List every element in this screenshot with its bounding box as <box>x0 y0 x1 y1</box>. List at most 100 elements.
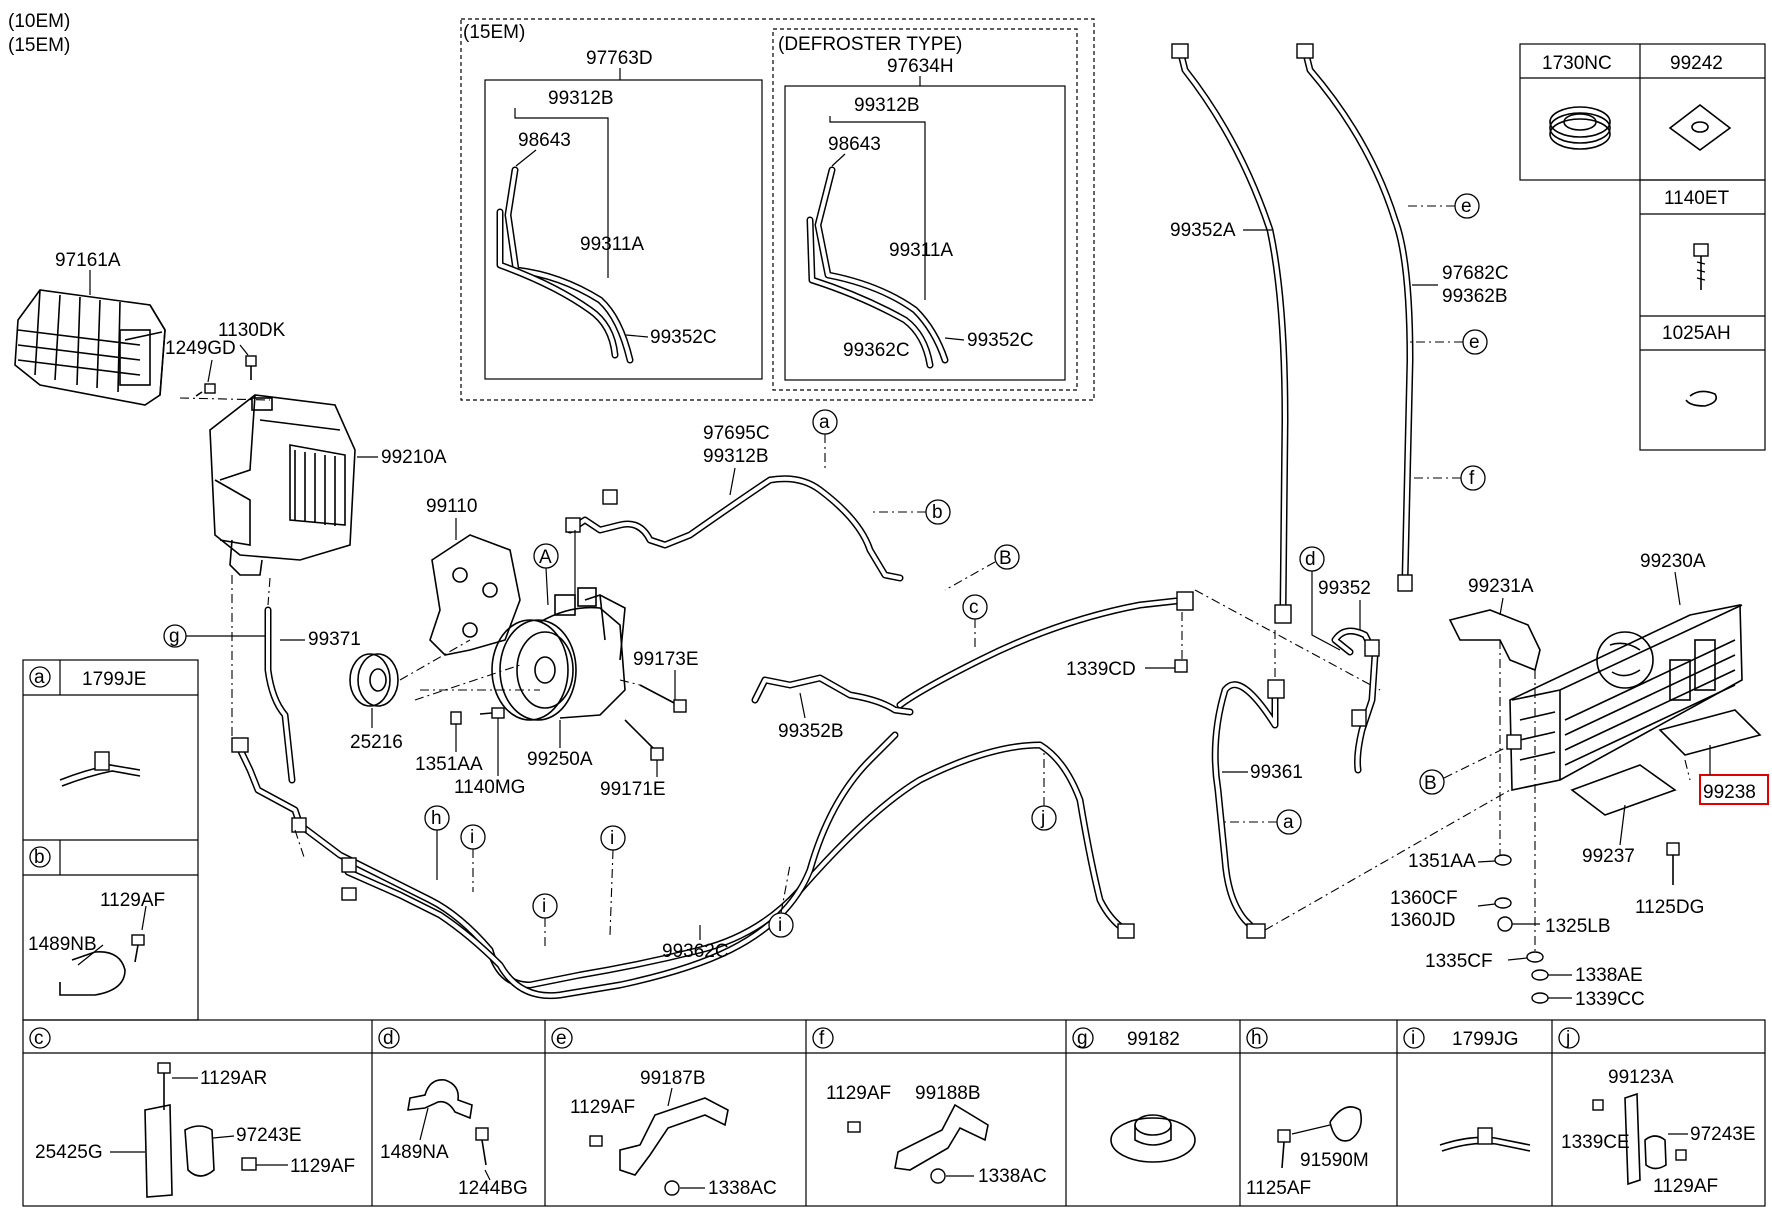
callout-99311a-defroster[interactable]: 99311A <box>889 240 953 261</box>
callout-1140mg[interactable]: 1140MG <box>454 777 525 798</box>
callout-97763d[interactable]: 97763D <box>586 48 653 69</box>
legend-marker-i: i <box>1411 1028 1415 1049</box>
legend-f-1129af[interactable]: 1129AF <box>826 1083 891 1104</box>
callout-1125dg[interactable]: 1125DG <box>1635 897 1704 918</box>
callout-99352[interactable]: 99352 <box>1318 578 1371 599</box>
legend-d-1489na[interactable]: 1489NA <box>380 1142 449 1163</box>
bracket-99231a[interactable] <box>1448 609 1541 672</box>
legend-1730nc[interactable]: 1730NC <box>1542 53 1612 74</box>
callout-97682c[interactable]: 97682C <box>1442 263 1509 284</box>
callout-99352a[interactable]: 99352A <box>1170 220 1236 241</box>
callout-1360cf[interactable]: 1360CF <box>1390 888 1458 909</box>
legend-j-97243e[interactable]: 97243E <box>1690 1124 1756 1145</box>
legend-g-99182[interactable]: 99182 <box>1127 1029 1180 1050</box>
legend-1025ah[interactable]: 1025AH <box>1662 323 1731 344</box>
plate-99238[interactable] <box>1658 709 1762 756</box>
legend-marker-d: d <box>383 1028 394 1049</box>
legend-marker-g: g <box>1077 1028 1088 1049</box>
callout-1335cf[interactable]: 1335CF <box>1425 951 1493 972</box>
callout-1339cd[interactable]: 1339CD <box>1066 659 1136 680</box>
legend-1799je[interactable]: 1799JE <box>82 669 146 690</box>
callout-25216[interactable]: 25216 <box>350 732 403 753</box>
callout-99210a[interactable]: 99210A <box>381 447 447 468</box>
callout-99362b[interactable]: 99362B <box>1442 286 1508 307</box>
legend-e-1129af[interactable]: 1129AF <box>570 1097 635 1118</box>
callout-99352c[interactable]: 99352C <box>650 327 717 348</box>
legend-top-right: 1730NC 99242 1140ET 1025AH <box>1519 43 1766 451</box>
idler-pulley-25216[interactable] <box>349 653 399 707</box>
legend-1489nb[interactable]: 1489NB <box>28 934 97 955</box>
callout-99110[interactable]: 99110 <box>426 496 477 517</box>
callout-99250a[interactable]: 99250A <box>527 749 593 770</box>
callout-97634h[interactable]: 97634H <box>887 56 954 77</box>
callout-99173e[interactable]: 99173E <box>633 649 699 670</box>
legend-h-91590m[interactable]: 91590M <box>1300 1150 1369 1171</box>
callout-99312b[interactable]: 99312B <box>548 88 614 109</box>
callout-1360jd[interactable]: 1360JD <box>1390 910 1456 931</box>
callout-1338ae[interactable]: 1338AE <box>1575 965 1643 986</box>
callout-98643-defroster[interactable]: 98643 <box>828 134 881 155</box>
legend-c-1129af[interactable]: 1129AF <box>290 1156 355 1177</box>
legend-h-1125af[interactable]: 1125AF <box>1246 1178 1311 1199</box>
callout-99237[interactable]: 99237 <box>1582 846 1635 867</box>
marker-f-1: f <box>1469 468 1475 489</box>
callout-1351aa[interactable]: 1351AA <box>415 754 483 775</box>
compressor-bracket-99110[interactable] <box>429 534 521 656</box>
marker-h-1: h <box>431 808 442 829</box>
callout-99311a[interactable]: 99311A <box>580 234 644 255</box>
callout-99352c-defroster[interactable]: 99352C <box>967 330 1034 351</box>
legend-marker-j: j <box>1565 1028 1570 1049</box>
callout-99352b[interactable]: 99352B <box>778 721 844 742</box>
callout-97695c[interactable]: 97695C <box>703 423 770 444</box>
condenser-assembly-99230a[interactable] <box>1509 604 1743 791</box>
callout-99231a[interactable]: 99231A <box>1468 576 1534 597</box>
legend-c-97243e[interactable]: 97243E <box>236 1125 302 1146</box>
marker-B-1: B <box>999 548 1012 569</box>
evaporator-unit-99210a[interactable] <box>209 394 356 576</box>
legend-f-99188b[interactable]: 99188B <box>915 1083 981 1104</box>
legend-99242[interactable]: 99242 <box>1670 53 1723 74</box>
blower-housing-97161a[interactable] <box>14 289 166 406</box>
callout-99230a[interactable]: 99230A <box>1640 551 1706 572</box>
callout-99362c-defroster[interactable]: 99362C <box>843 340 910 361</box>
legend-j-1129af[interactable]: 1129AF <box>1653 1176 1718 1197</box>
legend-c-1129ar[interactable]: 1129AR <box>200 1068 267 1089</box>
legend-d-1244bg[interactable]: 1244BG <box>458 1178 528 1199</box>
callout-1339cc[interactable]: 1339CC <box>1575 989 1645 1010</box>
legend-i-1799jg[interactable]: 1799JG <box>1452 1029 1519 1050</box>
bolt-1351aa <box>450 711 462 725</box>
marker-i-4: i <box>778 915 782 936</box>
plate-99237[interactable] <box>1570 764 1677 816</box>
legend-c-25425g[interactable]: 25425G <box>35 1142 103 1163</box>
legend-e-1338ac[interactable]: 1338AC <box>708 1178 777 1199</box>
callout-1325lb[interactable]: 1325LB <box>1545 916 1611 937</box>
callout-99312b-suction[interactable]: 99312B <box>703 446 769 467</box>
screw-1130dk-icon <box>245 355 257 380</box>
callout-1351aa-condenser[interactable]: 1351AA <box>1408 851 1476 872</box>
clip-icon <box>1685 390 1718 407</box>
callout-99362c[interactable]: 99362C <box>662 941 729 962</box>
callout-99312b-defroster[interactable]: 99312B <box>854 95 920 116</box>
compressor-99250a[interactable] <box>491 587 626 721</box>
callout-99361[interactable]: 99361 <box>1250 762 1303 783</box>
marker-e-1: e <box>1461 196 1472 217</box>
model-label-10em: (10EM) <box>8 11 70 32</box>
callout-1130dk[interactable]: 1130DK <box>218 320 286 341</box>
marker-B-2: B <box>1424 773 1437 794</box>
legend-1129af[interactable]: 1129AF <box>100 890 165 911</box>
legend-e-99187b[interactable]: 99187B <box>640 1068 706 1089</box>
legend-1140et[interactable]: 1140ET <box>1664 188 1730 209</box>
legend-j-1339ce[interactable]: 1339CE <box>1561 1132 1630 1153</box>
callout-99171e[interactable]: 99171E <box>600 779 666 800</box>
callout-99371[interactable]: 99371 <box>308 629 361 650</box>
legend-j-99123a[interactable]: 99123A <box>1608 1067 1674 1088</box>
callout-97161a[interactable]: 97161A <box>55 250 121 271</box>
callout-99238[interactable]: 99238 <box>1703 782 1756 803</box>
inset-15em-label: (15EM) <box>463 22 525 43</box>
marker-i-2: i <box>542 896 546 917</box>
legend-f-1338ac[interactable]: 1338AC <box>978 1166 1047 1187</box>
callout-1249gd[interactable]: 1249GD <box>165 338 236 359</box>
screw-1249gd-icon <box>195 383 216 397</box>
marker-d-1: d <box>1305 549 1316 570</box>
callout-98643[interactable]: 98643 <box>518 130 571 151</box>
